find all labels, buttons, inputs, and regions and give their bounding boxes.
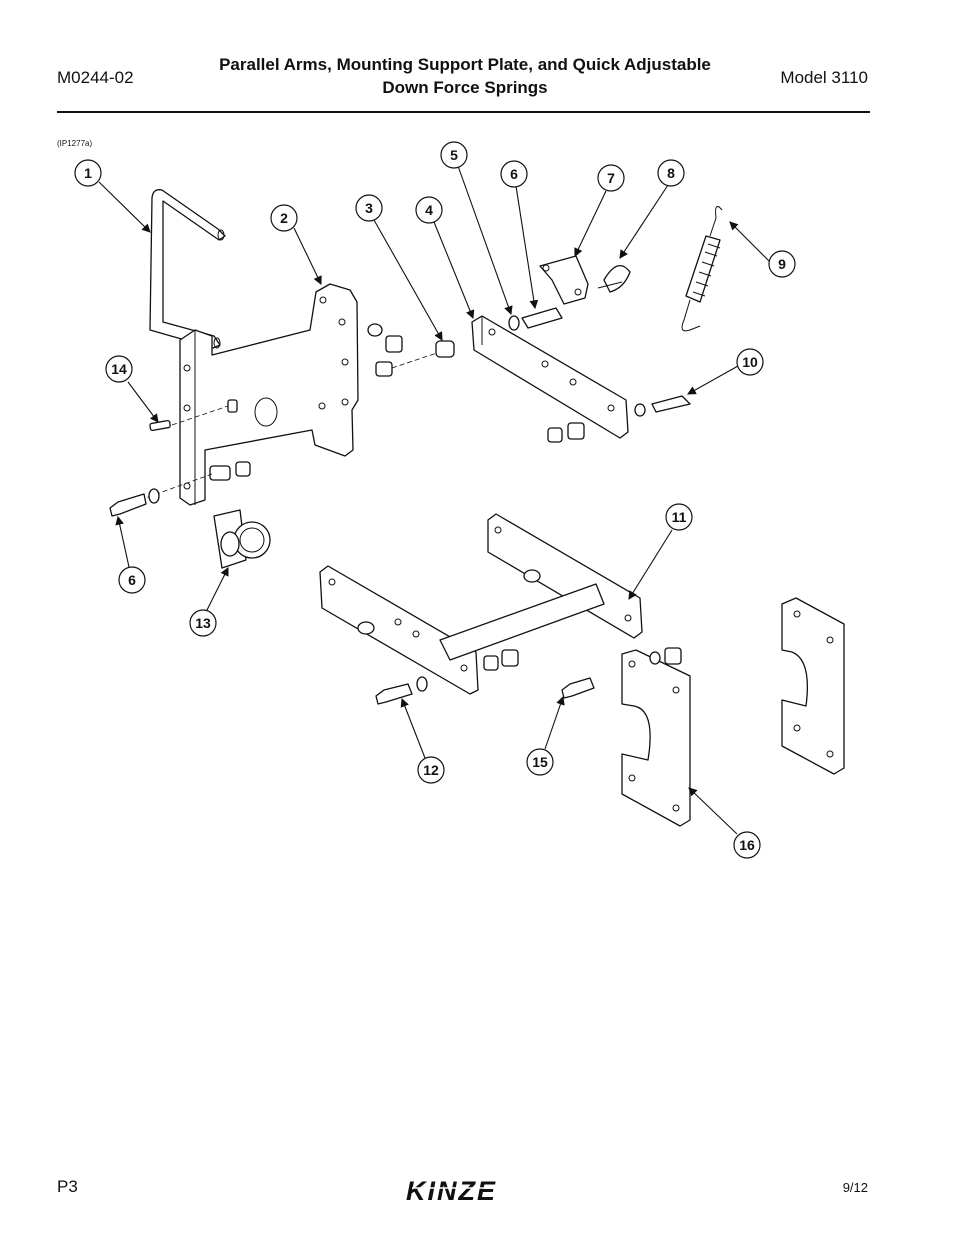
callout-3-label: 3 xyxy=(365,200,373,216)
kinze-logo: KINZE xyxy=(404,1176,520,1211)
spring-bracket-part xyxy=(539,255,631,305)
callout-6-label: 6 xyxy=(510,166,518,182)
lower-parallel-arm-part xyxy=(319,513,643,705)
down-force-spring-part xyxy=(681,205,723,332)
model-number: Model 3110 xyxy=(780,68,868,87)
down-force-plate-part xyxy=(621,597,845,827)
plate-hardware xyxy=(109,399,251,517)
callout-2-label: 2 xyxy=(280,210,288,226)
callout-5: 5 xyxy=(440,141,468,169)
document-number: M0244-02 xyxy=(57,68,134,87)
sprocket-hub-part xyxy=(213,509,271,569)
callout-7-label: 7 xyxy=(607,170,615,186)
callout-5-label: 5 xyxy=(450,147,458,163)
revision-date: 9/12 xyxy=(842,1180,868,1195)
callout-10-label: 10 xyxy=(742,354,758,370)
callout-1: 1 xyxy=(74,159,102,187)
page-title: Parallel Arms, Mounting Support Plate, a… xyxy=(180,53,750,99)
handle-rod-part xyxy=(149,189,226,349)
callout-12: 12 xyxy=(417,756,445,784)
callout-8-label: 8 xyxy=(667,165,675,181)
mounting-support-plate-part xyxy=(179,283,359,506)
callout-8: 8 xyxy=(657,159,685,187)
callout-12-label: 12 xyxy=(423,762,439,778)
callout-11-label: 11 xyxy=(672,509,687,525)
upper-link-arm-part xyxy=(471,307,691,443)
leader-lines xyxy=(98,165,771,835)
callout-4: 4 xyxy=(415,196,443,224)
page-title-line-2: Down Force Springs xyxy=(382,78,548,97)
callout-11: 11 xyxy=(665,503,693,531)
callout-9: 9 xyxy=(768,250,796,278)
callout-6-lower: 6 xyxy=(118,566,146,594)
callout-10: 10 xyxy=(736,348,764,376)
callout-4-label: 4 xyxy=(425,202,433,218)
callout-14-label: 14 xyxy=(111,361,127,377)
callout-13-label: 13 xyxy=(195,615,211,631)
callout-15: 15 xyxy=(526,748,554,776)
callout-15-label: 15 xyxy=(532,754,548,770)
callout-14: 14 xyxy=(105,355,133,383)
callout-13: 13 xyxy=(189,609,217,637)
callout-1-label: 1 xyxy=(84,165,92,181)
callout-9-label: 9 xyxy=(778,256,786,272)
brand-logo-text: KINZE xyxy=(406,1176,497,1206)
page-number: P3 xyxy=(57,1177,78,1196)
callout-3: 3 xyxy=(355,194,383,222)
illustration-reference: (IP1277a) xyxy=(57,139,93,148)
callout-16: 16 xyxy=(733,831,761,859)
page-title-line-1: Parallel Arms, Mounting Support Plate, a… xyxy=(219,55,711,74)
callout-6-lower-label: 6 xyxy=(128,572,136,588)
link-hardware xyxy=(367,323,455,377)
callout-6: 6 xyxy=(500,160,528,188)
header-rule xyxy=(57,111,870,113)
callout-2: 2 xyxy=(270,204,298,232)
callout-16-label: 16 xyxy=(739,837,755,853)
callout-7: 7 xyxy=(597,164,625,192)
